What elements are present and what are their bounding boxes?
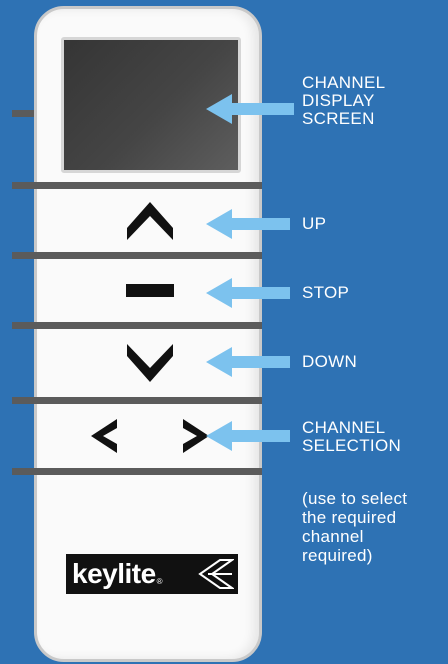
up-button[interactable]: [40, 190, 260, 252]
arrow-to-channel-selection: [206, 421, 290, 451]
left-chevron-icon[interactable]: [89, 417, 121, 455]
arrow-to-screen: [206, 94, 294, 124]
button-divider: [34, 252, 262, 259]
logo-text: keylite: [72, 558, 156, 589]
side-tick: [12, 252, 34, 259]
arrow-to-stop: [206, 278, 290, 308]
side-tick: [12, 322, 34, 329]
stop-bar-icon: [126, 284, 174, 297]
arrow-to-up: [206, 209, 290, 239]
up-label: UP: [302, 214, 327, 233]
button-divider: [34, 397, 262, 404]
side-tick: [12, 468, 34, 475]
channel-selection-label: CHANNEL SELECTION: [302, 418, 402, 455]
side-tick: [12, 397, 34, 404]
channel-display-screen-label: CHANNEL DISPLAY SCREEN: [302, 73, 386, 128]
side-tick: [12, 182, 34, 189]
right-chevron-icon[interactable]: [179, 417, 211, 455]
keylite-chevron-mark: [198, 559, 234, 589]
stop-button[interactable]: [40, 260, 260, 322]
stop-label: STOP: [302, 283, 350, 302]
channel-selection-buttons: [40, 405, 260, 467]
button-divider: [34, 322, 262, 329]
registered-mark: ®: [156, 576, 163, 586]
down-button[interactable]: [40, 330, 260, 396]
channel-display-screen: [61, 37, 241, 173]
button-divider: [34, 182, 262, 189]
keylite-logo: keylite ®: [66, 554, 238, 594]
down-label: DOWN: [302, 352, 358, 371]
button-divider: [34, 468, 262, 475]
down-chevron-icon: [127, 344, 173, 382]
arrow-to-down: [206, 347, 290, 377]
up-chevron-icon: [127, 202, 173, 240]
side-tick: [12, 110, 34, 117]
channel-selection-hint: (use to select the required channel requ…: [302, 489, 408, 565]
